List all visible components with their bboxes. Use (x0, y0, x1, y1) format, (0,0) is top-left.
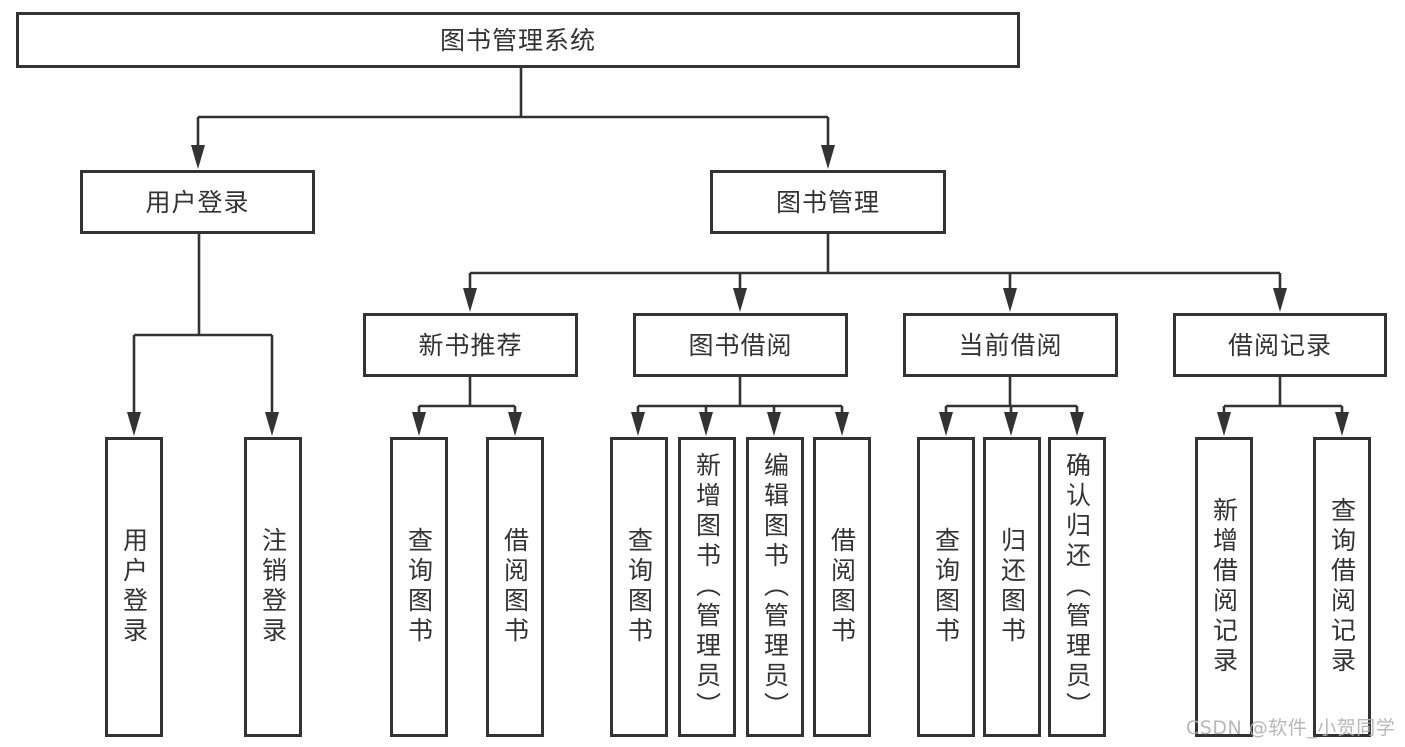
node-new-book-recommend: 新书推荐 (363, 313, 578, 377)
leaf-edit-books-admin: 编辑图书（管理员） (746, 437, 804, 737)
connector-user-login (127, 234, 279, 436)
node-current-borrow: 当前借阅 (903, 313, 1118, 377)
csdn-watermark: CSDN @软件_小贺同学 (1186, 717, 1396, 739)
node-borrow-records: 借阅记录 (1173, 313, 1387, 377)
connector-root (191, 68, 835, 169)
leaf-add-borrow-record: 新增借阅记录 (1195, 437, 1253, 737)
arrowhead (767, 412, 781, 436)
arrowhead (733, 288, 747, 312)
leaf-borrow-books-recommend: 借阅图书 (486, 437, 544, 737)
leaf-add-books-admin: 新增图书（管理员） (678, 437, 736, 737)
leaf-query-books-recommend: 查询图书 (390, 437, 448, 737)
arrowhead (699, 412, 713, 436)
arrowhead (1003, 288, 1017, 312)
node-user-login: 用户登录 (80, 170, 315, 234)
arrowhead (265, 412, 279, 436)
leaf-query-books-current: 查询图书 (917, 437, 975, 737)
leaf-query-books-borrow: 查询图书 (610, 437, 668, 737)
arrowhead (508, 412, 522, 436)
connector-new-book-recommend (412, 377, 522, 436)
leaf-return-books: 归还图书 (983, 437, 1041, 737)
arrowhead (1217, 412, 1231, 436)
connector-book-management (463, 234, 1287, 312)
arrowhead (939, 412, 953, 436)
node-book-management: 图书管理 (710, 170, 946, 234)
connector-borrow-records (1217, 377, 1349, 436)
leaf-logout-login: 注销登录 (244, 437, 302, 737)
leaf-borrow-books-borrow: 借阅图书 (813, 437, 871, 737)
arrowhead (1070, 412, 1084, 436)
arrowhead (1335, 412, 1349, 436)
arrowhead (191, 145, 205, 169)
arrowhead (631, 412, 645, 436)
node-book-borrow: 图书借阅 (633, 313, 848, 377)
arrowhead (835, 412, 849, 436)
arrowhead (412, 412, 426, 436)
leaf-query-borrow-record: 查询借阅记录 (1313, 437, 1371, 737)
arrowhead (1273, 288, 1287, 312)
arrowhead (127, 412, 141, 436)
connector-current-borrow (939, 377, 1084, 436)
connector-book-borrow (631, 377, 849, 436)
leaf-user-login: 用户登录 (105, 437, 163, 737)
node-root: 图书管理系统 (16, 12, 1020, 68)
arrowhead (463, 288, 477, 312)
arrowhead (821, 145, 835, 169)
arrowhead (1004, 412, 1018, 436)
leaf-confirm-return-admin: 确认归还（管理员） (1048, 437, 1106, 737)
